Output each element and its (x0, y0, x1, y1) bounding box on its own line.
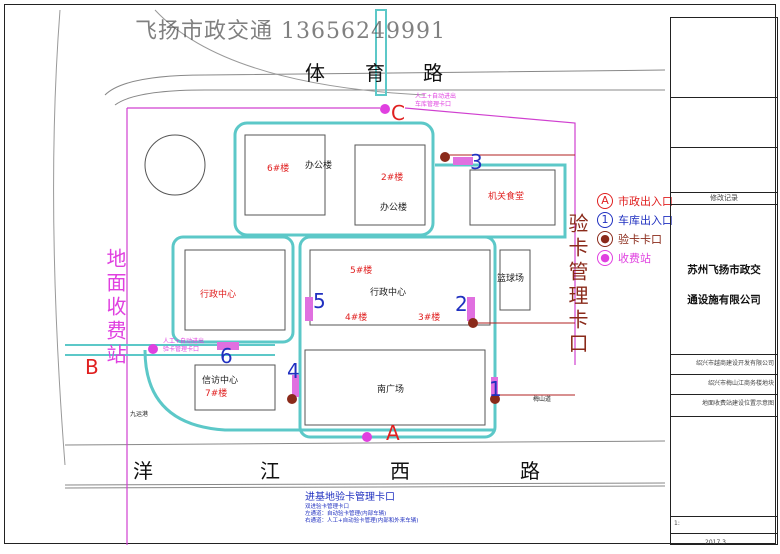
project: 绍兴市梅山江商务楼地块 (671, 375, 777, 395)
west-checkpoint-note: 人工+自动进出 验卡管理卡口 (163, 338, 204, 354)
legend-label: 市政出入口 (618, 194, 673, 208)
garage-exit-2: 2 (455, 292, 468, 316)
registered-stamp-area (671, 148, 777, 193)
scale: 1: (671, 517, 777, 534)
car-check-icon: ● (597, 230, 613, 247)
drawing-sheet: 体 育 路 洋 江 西 路 九运港 梅山道 C B A 1 2 3 4 5 6 … (4, 4, 778, 546)
legend: A 市政出入口 1 车库出入口 ● 验卡卡口 ● 收费站 (597, 191, 673, 267)
company-name-2: 通设施有限公司 (687, 294, 761, 306)
client: 绍兴市越商建设开发有限公司 (671, 355, 777, 375)
underground-checkpoint-note: 进基地验卡管理卡口 双进验卡管理卡口 左通道：自动验卡管理(内部车辆) 右通道：… (305, 492, 418, 525)
signature-table (671, 18, 777, 98)
site-plan (53, 9, 666, 545)
garage-icon: 1 (597, 211, 613, 228)
note-line: 双进验卡管理卡口 (305, 504, 350, 510)
approval-table (671, 417, 777, 517)
company-name-1: 苏州飞扬市政交 (687, 264, 761, 276)
building-6: 6#楼 (267, 164, 290, 174)
road-label-east: 梅山道 (533, 396, 552, 403)
building-basketball: 篮球场 (497, 274, 525, 284)
note-line: 车库管理卡口 (415, 101, 452, 108)
garage-exit-4: 4 (287, 359, 300, 383)
building-2: 2#楼 (381, 173, 404, 183)
car-toll-icon: ● (597, 249, 613, 266)
garage-exit-5: 5 (313, 289, 326, 313)
garage-exit-3: 3 (470, 150, 483, 174)
gate-b: B (85, 355, 99, 379)
road-name-north-3: 路 (423, 61, 443, 85)
garage-exit-1: 1 (489, 377, 502, 401)
road-name-south-1: 洋 (133, 459, 153, 483)
ground-toll-label: 地面收费站 (103, 248, 127, 368)
drawing-name: 地面收费站建设位置示意图 (671, 395, 777, 417)
building-office-center: 办公楼 (380, 203, 408, 213)
check-management-label: 验卡管理卡口 (565, 213, 589, 357)
design-stamp-area (671, 98, 777, 148)
legend-item: ● 验卡卡口 (597, 229, 673, 248)
gate-a: A (386, 421, 400, 445)
building-7: 7#楼 (205, 389, 228, 399)
revision-header: 修改记录 (671, 193, 777, 205)
note-line: 人工+自动进出 (415, 93, 457, 100)
gate-c: C (391, 101, 405, 125)
road-label-west: 九运港 (130, 411, 149, 418)
building-4: 4#楼 (345, 313, 368, 323)
note-line: 人工+自动进出 (163, 338, 205, 345)
building-canteen: 机关食堂 (488, 192, 525, 202)
note-title: 进基地验卡管理卡口 (305, 492, 395, 503)
legend-item: A 市政出入口 (597, 191, 673, 210)
north-checkpoint-note: 人工+自动进出 车库管理卡口 (415, 93, 456, 109)
road-name-north-1: 体 (305, 61, 325, 85)
garage-exit-6: 6 (220, 344, 233, 368)
legend-label: 车库出入口 (618, 213, 673, 227)
building-petition-center: 信访中心 (202, 376, 239, 386)
building-5: 5#楼 (350, 266, 373, 276)
road-name-south-2: 江 (260, 459, 280, 483)
building-3: 3#楼 (418, 313, 441, 323)
note-line: 左通道：自动验卡管理(内部车辆) (305, 511, 387, 517)
gate-icon: A (597, 192, 613, 209)
company-area: 苏州飞扬市政交通设施有限公司 (671, 205, 777, 355)
note-line: 验卡管理卡口 (163, 346, 200, 353)
road-name-south-4: 路 (520, 459, 540, 483)
building-admin-center: 行政中心 (200, 290, 237, 300)
building-office-left: 办公楼 (305, 161, 333, 171)
legend-item: 1 车库出入口 (597, 210, 673, 229)
legend-item: ● 收费站 (597, 248, 673, 267)
legend-label: 收费站 (618, 251, 651, 265)
title-block: 修改记录 苏州飞扬市政交通设施有限公司 绍兴市越商建设开发有限公司 绍兴市梅山江… (670, 17, 778, 546)
legend-label: 验卡卡口 (618, 232, 662, 246)
building-service-center: 行政中心 (370, 288, 407, 298)
road-name-north-2: 育 (365, 61, 385, 85)
road-name-south-3: 西 (390, 459, 410, 483)
note-line: 右通道：人工+自动验卡管理(内部和外来车辆) (305, 518, 419, 524)
building-south-square: 南广场 (377, 385, 405, 395)
date: 2017.3 (705, 539, 726, 546)
watermark: 飞扬市政交通 13656249991 (135, 19, 446, 44)
